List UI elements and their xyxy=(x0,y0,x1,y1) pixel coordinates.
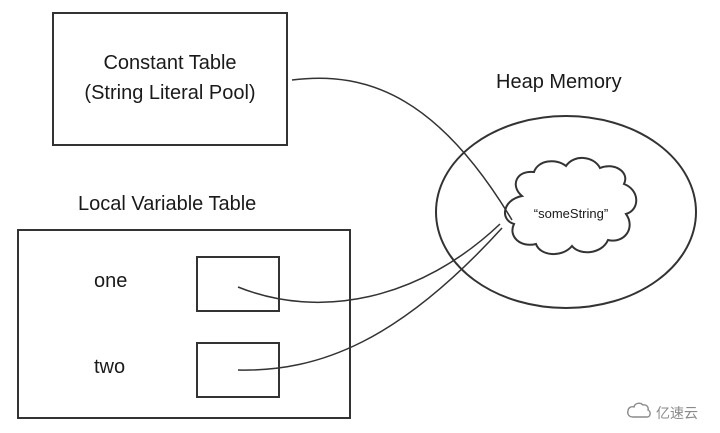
string-object-label: “someString” xyxy=(533,206,609,221)
constant-table-subtitle: (String Literal Pool) xyxy=(84,82,256,104)
watermark-text: 亿速云 xyxy=(656,406,698,422)
string-object-cloud xyxy=(504,157,638,255)
cloud-logo-icon xyxy=(627,402,651,418)
local-variable-table-title: Local Variable Table xyxy=(78,193,257,215)
variable-one-reference-line xyxy=(237,223,501,303)
variable-name-one: one xyxy=(94,270,128,292)
constant-table-box xyxy=(52,12,288,146)
heap-memory-ellipse xyxy=(435,115,697,309)
heap-memory-title: Heap Memory xyxy=(496,71,622,93)
variable-two-reference-line xyxy=(237,227,503,371)
variable-slot-one xyxy=(196,256,280,312)
local-variable-table-box xyxy=(17,229,351,419)
variable-name-two: two xyxy=(94,356,126,378)
constant-table-title: Constant Table xyxy=(103,52,237,74)
constant-table-reference-line xyxy=(291,77,513,221)
